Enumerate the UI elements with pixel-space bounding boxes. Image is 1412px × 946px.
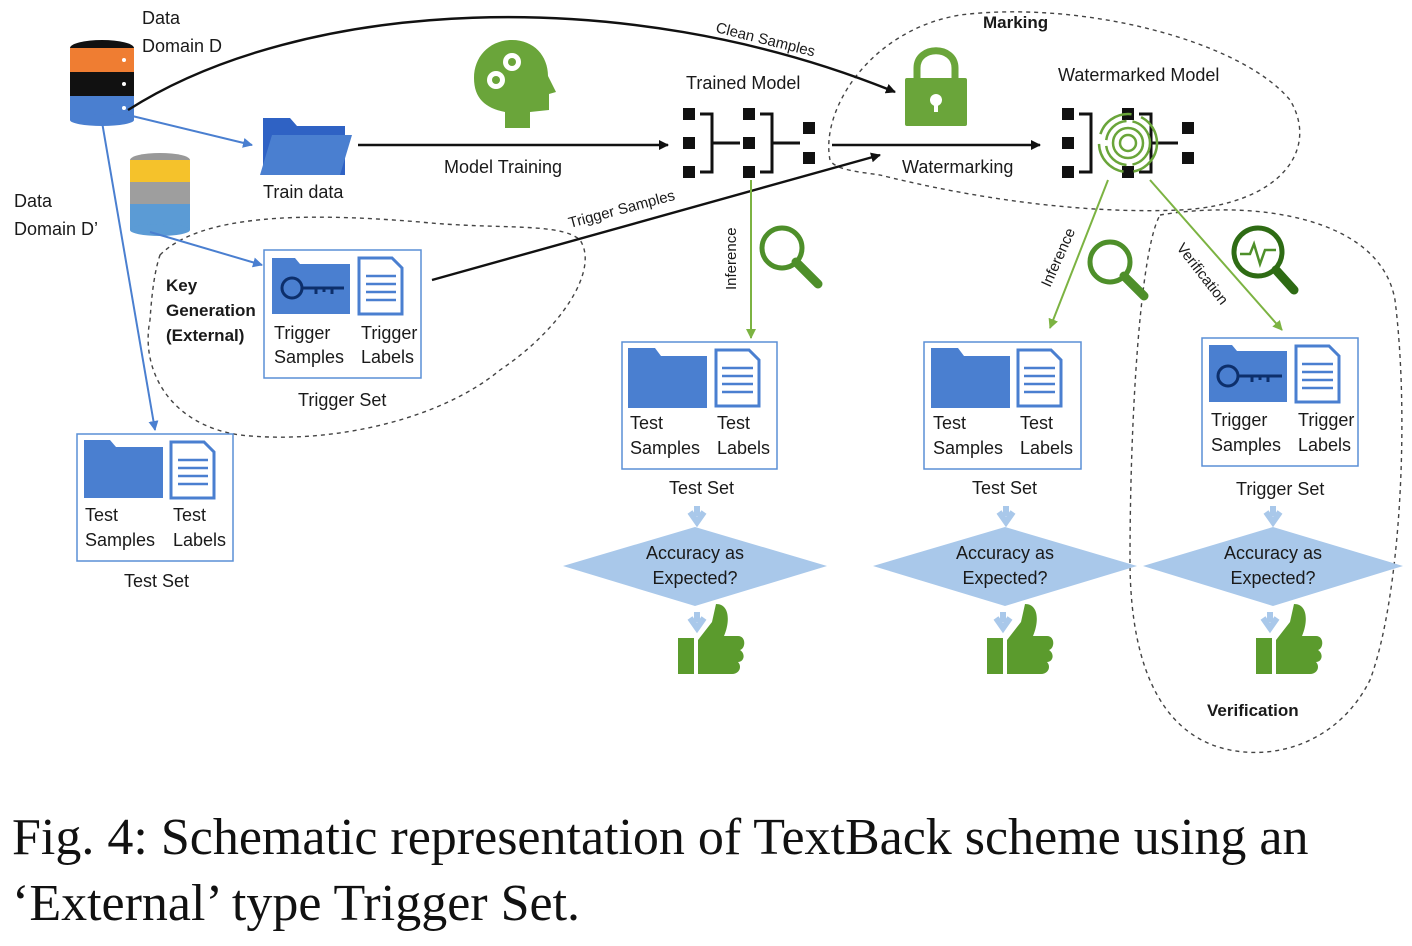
test-folder-1-icon <box>628 348 707 408</box>
watermarking-label: Watermarking <box>902 157 1013 177</box>
test-left-labels-2: Labels <box>173 530 226 550</box>
db-to-train-arrow <box>127 114 253 148</box>
magnifier-2-icon <box>1087 239 1149 301</box>
trigger-left-samples-1: Trigger <box>274 323 330 343</box>
decision-3: Accuracy as Expected? <box>1143 506 1403 634</box>
magnifier-1-icon <box>759 225 823 289</box>
db-to-testset-arrow <box>101 121 159 431</box>
test-folder-2-icon <box>931 348 1010 408</box>
key-generation-label-1: Key <box>166 276 198 295</box>
key-folder-icon <box>272 258 350 314</box>
trigger-left-labels-1: Trigger <box>361 323 417 343</box>
watermarked-model-label: Watermarked Model <box>1058 65 1219 85</box>
test-1-labels-2: Labels <box>717 438 770 458</box>
train-data-folder-icon <box>260 118 352 175</box>
marking-label: Marking <box>983 13 1048 32</box>
trigger-right-labels-1: Trigger <box>1298 410 1354 430</box>
decision-3-line-2: Expected? <box>1230 568 1315 588</box>
inference-1-label: Inference <box>723 227 740 290</box>
verification-region-label: Verification <box>1207 701 1299 720</box>
labels-document-right-icon <box>1294 344 1341 404</box>
inference-2-label: Inference <box>1038 226 1079 290</box>
test-set-1-caption: Test Set <box>669 478 734 498</box>
database-d-prime-icon <box>130 153 190 236</box>
analytics-magnifier-icon <box>1231 225 1299 295</box>
test-folder-left-icon <box>84 440 163 498</box>
trained-model-network-icon <box>683 108 815 178</box>
trigger-left-labels-2: Labels <box>361 347 414 367</box>
inference-2-arrow <box>1048 179 1109 329</box>
trigger-right-labels-2: Labels <box>1298 435 1351 455</box>
marking-region <box>828 11 1301 212</box>
key-generation-label-2: Generation <box>166 301 256 320</box>
brain-gears-icon <box>474 40 556 128</box>
train-data-label: Train data <box>263 182 344 202</box>
trained-model-label: Trained Model <box>686 73 800 93</box>
test-2-samples-1: Test <box>933 413 966 433</box>
test-labels-document-2-icon <box>1016 348 1063 408</box>
test-2-labels-1: Test <box>1020 413 1053 433</box>
trigger-left-samples-2: Samples <box>274 347 344 367</box>
test-1-labels-1: Test <box>717 413 750 433</box>
caption-line-1: Fig. 4: Schematic representation of Text… <box>12 809 1309 866</box>
test-2-labels-2: Labels <box>1020 438 1073 458</box>
decision-1-line-2: Expected? <box>652 568 737 588</box>
decision-2-line-1: Accuracy as <box>956 543 1054 563</box>
test-1-samples-2: Samples <box>630 438 700 458</box>
test-left-samples-1: Test <box>85 505 118 525</box>
trigger-right-samples-2: Samples <box>1211 435 1281 455</box>
thumbs-up-1-icon <box>678 604 745 674</box>
test-2-samples-2: Samples <box>933 438 1003 458</box>
decision-2: Accuracy as Expected? <box>873 506 1137 634</box>
decision-3-line-1: Accuracy as <box>1224 543 1322 563</box>
key-generation-label-3: (External) <box>166 326 244 345</box>
test-1-samples-1: Test <box>630 413 663 433</box>
decision-2-line-2: Expected? <box>962 568 1047 588</box>
thumbs-up-3-icon <box>1256 604 1323 674</box>
decision-1: Accuracy as Expected? <box>563 506 827 634</box>
trigger-set-right-caption: Trigger Set <box>1236 479 1324 499</box>
figure-caption: Fig. 4: Schematic representation of Text… <box>12 805 1402 937</box>
test-left-samples-2: Samples <box>85 530 155 550</box>
test-set-left-caption: Test Set <box>124 571 189 591</box>
db2-to-trigger-arrow <box>149 231 263 268</box>
test-labels-document-left-icon <box>169 440 216 500</box>
verification-arrow-label: Verification <box>1173 240 1232 308</box>
trigger-samples-arrow-label: Trigger Samples <box>567 187 677 232</box>
data-domain-d2-label-1: Data <box>14 191 53 211</box>
trigger-samples-arrow <box>431 152 881 282</box>
data-domain-d-label-2: Domain D <box>142 36 222 56</box>
trigger-right-samples-1: Trigger <box>1211 410 1267 430</box>
caption-line-2: ‘External’ type Trigger Set. <box>12 875 581 932</box>
database-d-icon <box>70 40 134 126</box>
verification-arrow <box>1149 179 1283 331</box>
key-generation-region <box>147 216 586 438</box>
lock-icon <box>905 47 967 126</box>
data-domain-d2-label-2: Domain D’ <box>14 219 98 239</box>
data-domain-d-label-1: Data <box>142 8 181 28</box>
verification-region <box>1129 209 1403 754</box>
clean-samples-arrow <box>127 15 896 112</box>
thumbs-up-2-icon <box>987 604 1054 674</box>
test-set-2-caption: Test Set <box>972 478 1037 498</box>
key-folder-right-icon <box>1209 345 1287 402</box>
decision-1-line-1: Accuracy as <box>646 543 744 563</box>
labels-document-icon <box>357 256 404 316</box>
fingerprint-icon <box>1097 112 1159 174</box>
test-left-labels-1: Test <box>173 505 206 525</box>
model-training-label: Model Training <box>444 157 562 177</box>
trigger-set-left-caption: Trigger Set <box>298 390 386 410</box>
test-labels-document-1-icon <box>714 348 761 408</box>
watermarked-model-network-icon <box>1062 108 1194 178</box>
